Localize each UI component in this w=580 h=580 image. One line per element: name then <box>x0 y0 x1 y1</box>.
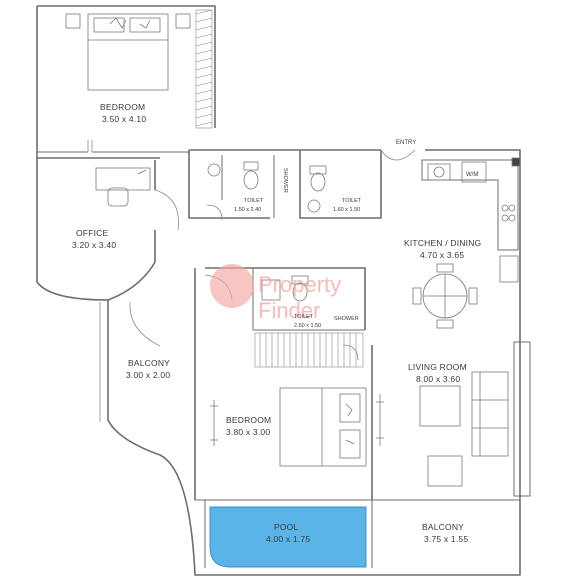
watermark-line2: Finder <box>258 298 320 323</box>
office-label: OFFICE <box>76 228 108 238</box>
toilet-3-size: 2.60 x 1.50 <box>294 323 321 329</box>
pool-label: POOL <box>274 522 298 532</box>
bed-1 <box>65 13 191 91</box>
balcony-1-size: 3.00 x 2.00 <box>126 370 170 380</box>
balcony-2-size: 3.75 x 1.55 <box>424 534 468 544</box>
toilet-1-size: 1.50 x 2.40 <box>234 207 261 213</box>
toilet-2-size: 1.60 x 1.50 <box>333 207 360 213</box>
toilet-1-label: TOILET <box>244 198 264 204</box>
balcony-1-label: BALCONY <box>128 358 170 368</box>
balcony-2-label: BALCONY <box>422 522 464 532</box>
bedroom-1-label: BEDROOM <box>100 102 145 112</box>
toilet-3-label: TOILET <box>294 314 314 320</box>
living-furniture <box>419 371 509 487</box>
shower-2-label: SHOWER <box>334 316 359 322</box>
living-room-label: LIVING ROOM <box>408 362 467 372</box>
pool-size: 4.00 x 1.75 <box>266 534 310 544</box>
bedroom-2-size: 3.80 x 3.00 <box>226 427 270 437</box>
living-room-size: 8.00 x 3.60 <box>416 374 460 384</box>
kitchen-counter <box>427 157 521 283</box>
entry-label: ENTRY <box>396 140 416 146</box>
washing-machine-label: W/M <box>466 172 478 178</box>
bedroom-2-label: BEDROOM <box>226 415 271 425</box>
bedroom-1-size: 3.50 x 4.10 <box>102 114 146 124</box>
bed-2 <box>210 387 384 467</box>
shower-1-label: SHOWER <box>282 168 288 193</box>
office-size: 3.20 x 3.40 <box>72 240 116 250</box>
toilet-2-label: TOILET <box>342 198 362 204</box>
dining-table <box>412 263 478 329</box>
kitchen-size: 4.70 x 3.65 <box>420 250 464 260</box>
kitchen-label: KITCHEN / DINING <box>404 238 481 248</box>
watermark-line1: Property <box>258 272 341 297</box>
property-finder-watermark: Property Finder <box>210 264 341 323</box>
office-desk <box>95 167 151 207</box>
pool-area <box>209 506 367 568</box>
